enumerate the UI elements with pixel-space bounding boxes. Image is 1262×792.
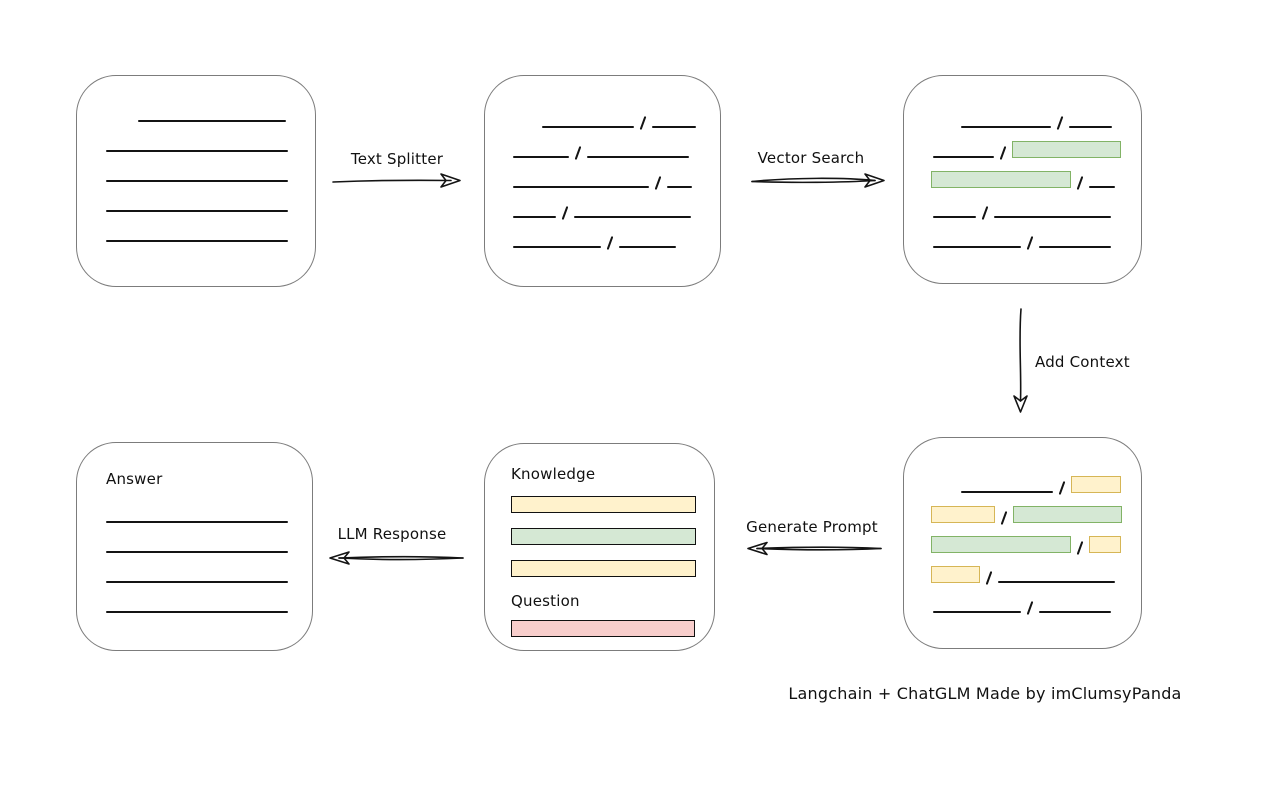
source-document-box (76, 75, 316, 287)
source-document-lines (77, 76, 315, 242)
slash-separator (606, 236, 614, 250)
question-bar (511, 620, 695, 637)
text-fragment-row (904, 553, 1141, 585)
text-fragment-row (77, 152, 315, 182)
question-label: Question (511, 592, 580, 610)
slash-separator (1026, 601, 1034, 615)
text-line (1039, 246, 1111, 248)
answer-lines (106, 521, 312, 613)
text-fragment-row (904, 188, 1141, 220)
yellow-highlight (931, 566, 980, 583)
text-line (667, 186, 692, 188)
text-line (574, 216, 691, 218)
text-line (513, 246, 601, 248)
text-fragment-row (77, 212, 315, 242)
split-text-box (484, 75, 721, 287)
text-line (619, 246, 676, 248)
answer-label: Answer (106, 470, 163, 488)
green-highlight (1013, 506, 1122, 523)
text-line (106, 150, 288, 152)
add-context-label: Add Context (1035, 353, 1130, 371)
split-text-lines (485, 76, 720, 250)
yellow-knowledge-bar (511, 560, 696, 577)
llm-response-label: LLM Response (337, 525, 447, 543)
prompt-box: Knowledge Question (484, 443, 715, 651)
green-highlight (1012, 141, 1121, 158)
vector-search-arrow (751, 173, 885, 188)
text-fragment-row (485, 158, 720, 190)
text-fragment-row (485, 218, 720, 250)
context-box (903, 437, 1142, 649)
text-fragment-row (904, 583, 1141, 615)
text-line (994, 216, 1111, 218)
question-bar-holder (511, 620, 714, 637)
knowledge-label: Knowledge (511, 465, 596, 483)
text-line (961, 491, 1053, 493)
yellow-highlight (1089, 536, 1121, 553)
text-fragment-row (904, 523, 1141, 555)
vector-matched-lines (904, 76, 1141, 250)
text-fragment-row (77, 122, 315, 152)
green-highlight (931, 171, 1071, 188)
text-fragment-row (904, 493, 1141, 525)
text-line (933, 156, 994, 158)
yellow-knowledge-bar (511, 496, 696, 513)
yellow-highlight (931, 506, 995, 523)
text-line (513, 186, 649, 188)
text-line (1069, 126, 1112, 128)
text-splitter-arrow (332, 173, 461, 188)
text-fragment-row (904, 98, 1141, 130)
text-line (652, 126, 696, 128)
answer-text-line (106, 551, 288, 553)
text-fragment-row (904, 128, 1141, 160)
green-knowledge-bar (511, 528, 696, 545)
text-fragment-row (77, 92, 315, 122)
answer-text-line (106, 521, 288, 523)
knowledge-bars (511, 496, 714, 577)
text-fragment-row (77, 182, 315, 212)
text-line (513, 216, 556, 218)
text-line (587, 156, 689, 158)
vector-search-label: Vector Search (757, 149, 865, 167)
text-line (542, 126, 634, 128)
text-line (961, 126, 1051, 128)
text-line (138, 120, 286, 122)
text-line (106, 240, 288, 242)
answer-text-line (106, 611, 288, 613)
answer-text-line (106, 581, 288, 583)
credit-text: Langchain + ChatGLM Made by imClumsyPand… (788, 684, 1182, 703)
add-context-arrow (1013, 308, 1028, 413)
green-highlight (931, 536, 1071, 553)
text-line (1089, 186, 1115, 188)
generate-prompt-label: Generate Prompt (746, 518, 878, 536)
text-line (998, 581, 1115, 583)
yellow-highlight (1071, 476, 1121, 493)
text-line (933, 216, 976, 218)
answer-box: Answer (76, 442, 313, 651)
text-splitter-label: Text Splitter (350, 150, 444, 168)
text-fragment-row (485, 188, 720, 220)
context-lines (904, 438, 1141, 615)
vector-matched-box (903, 75, 1142, 284)
text-fragment-row (485, 128, 720, 160)
text-line (1039, 611, 1111, 613)
text-fragment-row (904, 218, 1141, 250)
generate-prompt-arrow (747, 541, 882, 556)
text-fragment-row (485, 98, 720, 130)
text-line (933, 246, 1021, 248)
slash-separator (1026, 236, 1034, 250)
llm-response-arrow (329, 551, 464, 565)
text-line (513, 156, 569, 158)
text-line (106, 180, 288, 182)
text-fragment-row (904, 463, 1141, 495)
text-line (106, 210, 288, 212)
text-line (933, 611, 1021, 613)
text-fragment-row (904, 158, 1141, 190)
